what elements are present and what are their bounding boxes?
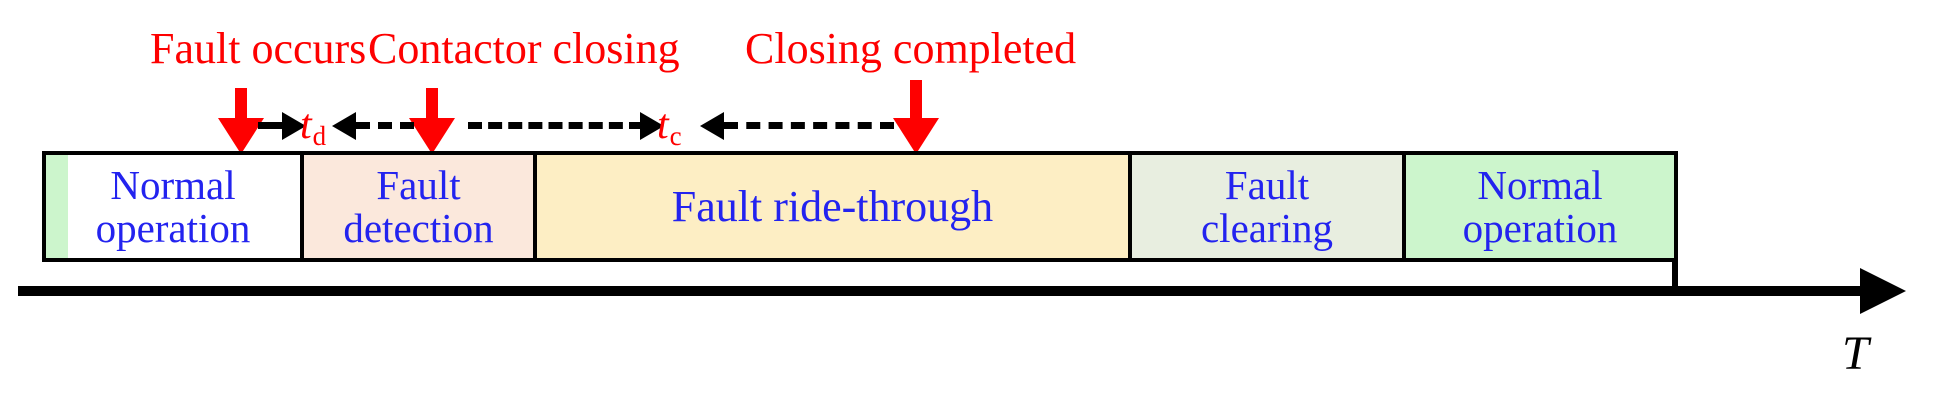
interval-subscript-td: d	[312, 121, 327, 151]
segment-label-line-2: operation	[1462, 204, 1618, 251]
tc-dash-right-segment	[724, 122, 894, 129]
tc-dash-left-segment	[468, 122, 643, 129]
segment-label-line-2: clearing	[1200, 204, 1334, 251]
segment-label-line-2: detection	[343, 204, 494, 251]
segment-label-line-1: Fault ride-through	[671, 181, 994, 231]
segment-label-line-1: Normal	[110, 161, 236, 208]
interval-symbol-td: t	[300, 102, 312, 148]
event-label-contactor-closing: Contactor closing	[368, 24, 680, 73]
axis-tick-end	[1672, 262, 1678, 288]
interval-label-tc: tc	[657, 102, 682, 150]
segment-accent-strip	[46, 155, 68, 258]
event-label-closing-completed: Closing completed	[745, 24, 1077, 73]
timeline-segment-normal-operation-before[interactable]: Normal operation	[46, 155, 300, 258]
segment-label-line-1: Fault	[376, 161, 461, 208]
timeline-segment-fault-ride-through[interactable]: Fault ride-through	[533, 155, 1128, 258]
segment-label-line-1: Normal	[1477, 161, 1603, 208]
time-axis-line	[18, 286, 1868, 296]
segment-label-line-1: Fault	[1224, 161, 1310, 208]
timeline-bar: Normal operation Fault detection Fault r…	[42, 151, 1678, 262]
td-dash-left-segment	[258, 122, 284, 129]
timeline-segment-fault-clearing[interactable]: Fault clearing	[1128, 155, 1402, 258]
axis-arrow-right-icon	[1860, 268, 1906, 314]
timeline-segment-fault-detection[interactable]: Fault detection	[300, 155, 533, 258]
event-label-fault-occurs: Fault occurs	[150, 24, 367, 73]
interval-label-td: td	[300, 102, 326, 150]
interval-subscript-tc: c	[669, 121, 682, 151]
td-dash-right-segment	[356, 122, 414, 129]
axis-label-T: T	[1842, 327, 1869, 380]
tc-arrowhead-left-icon	[700, 112, 724, 140]
td-arrowhead-right-icon	[282, 112, 306, 140]
tc-arrowhead-right-icon	[640, 112, 664, 140]
timeline-segment-normal-operation-after[interactable]: Normal operation	[1402, 155, 1674, 258]
segment-label-line-2: operation	[95, 204, 251, 251]
interval-symbol-tc: t	[657, 102, 669, 148]
td-arrowhead-left-icon	[332, 112, 356, 140]
